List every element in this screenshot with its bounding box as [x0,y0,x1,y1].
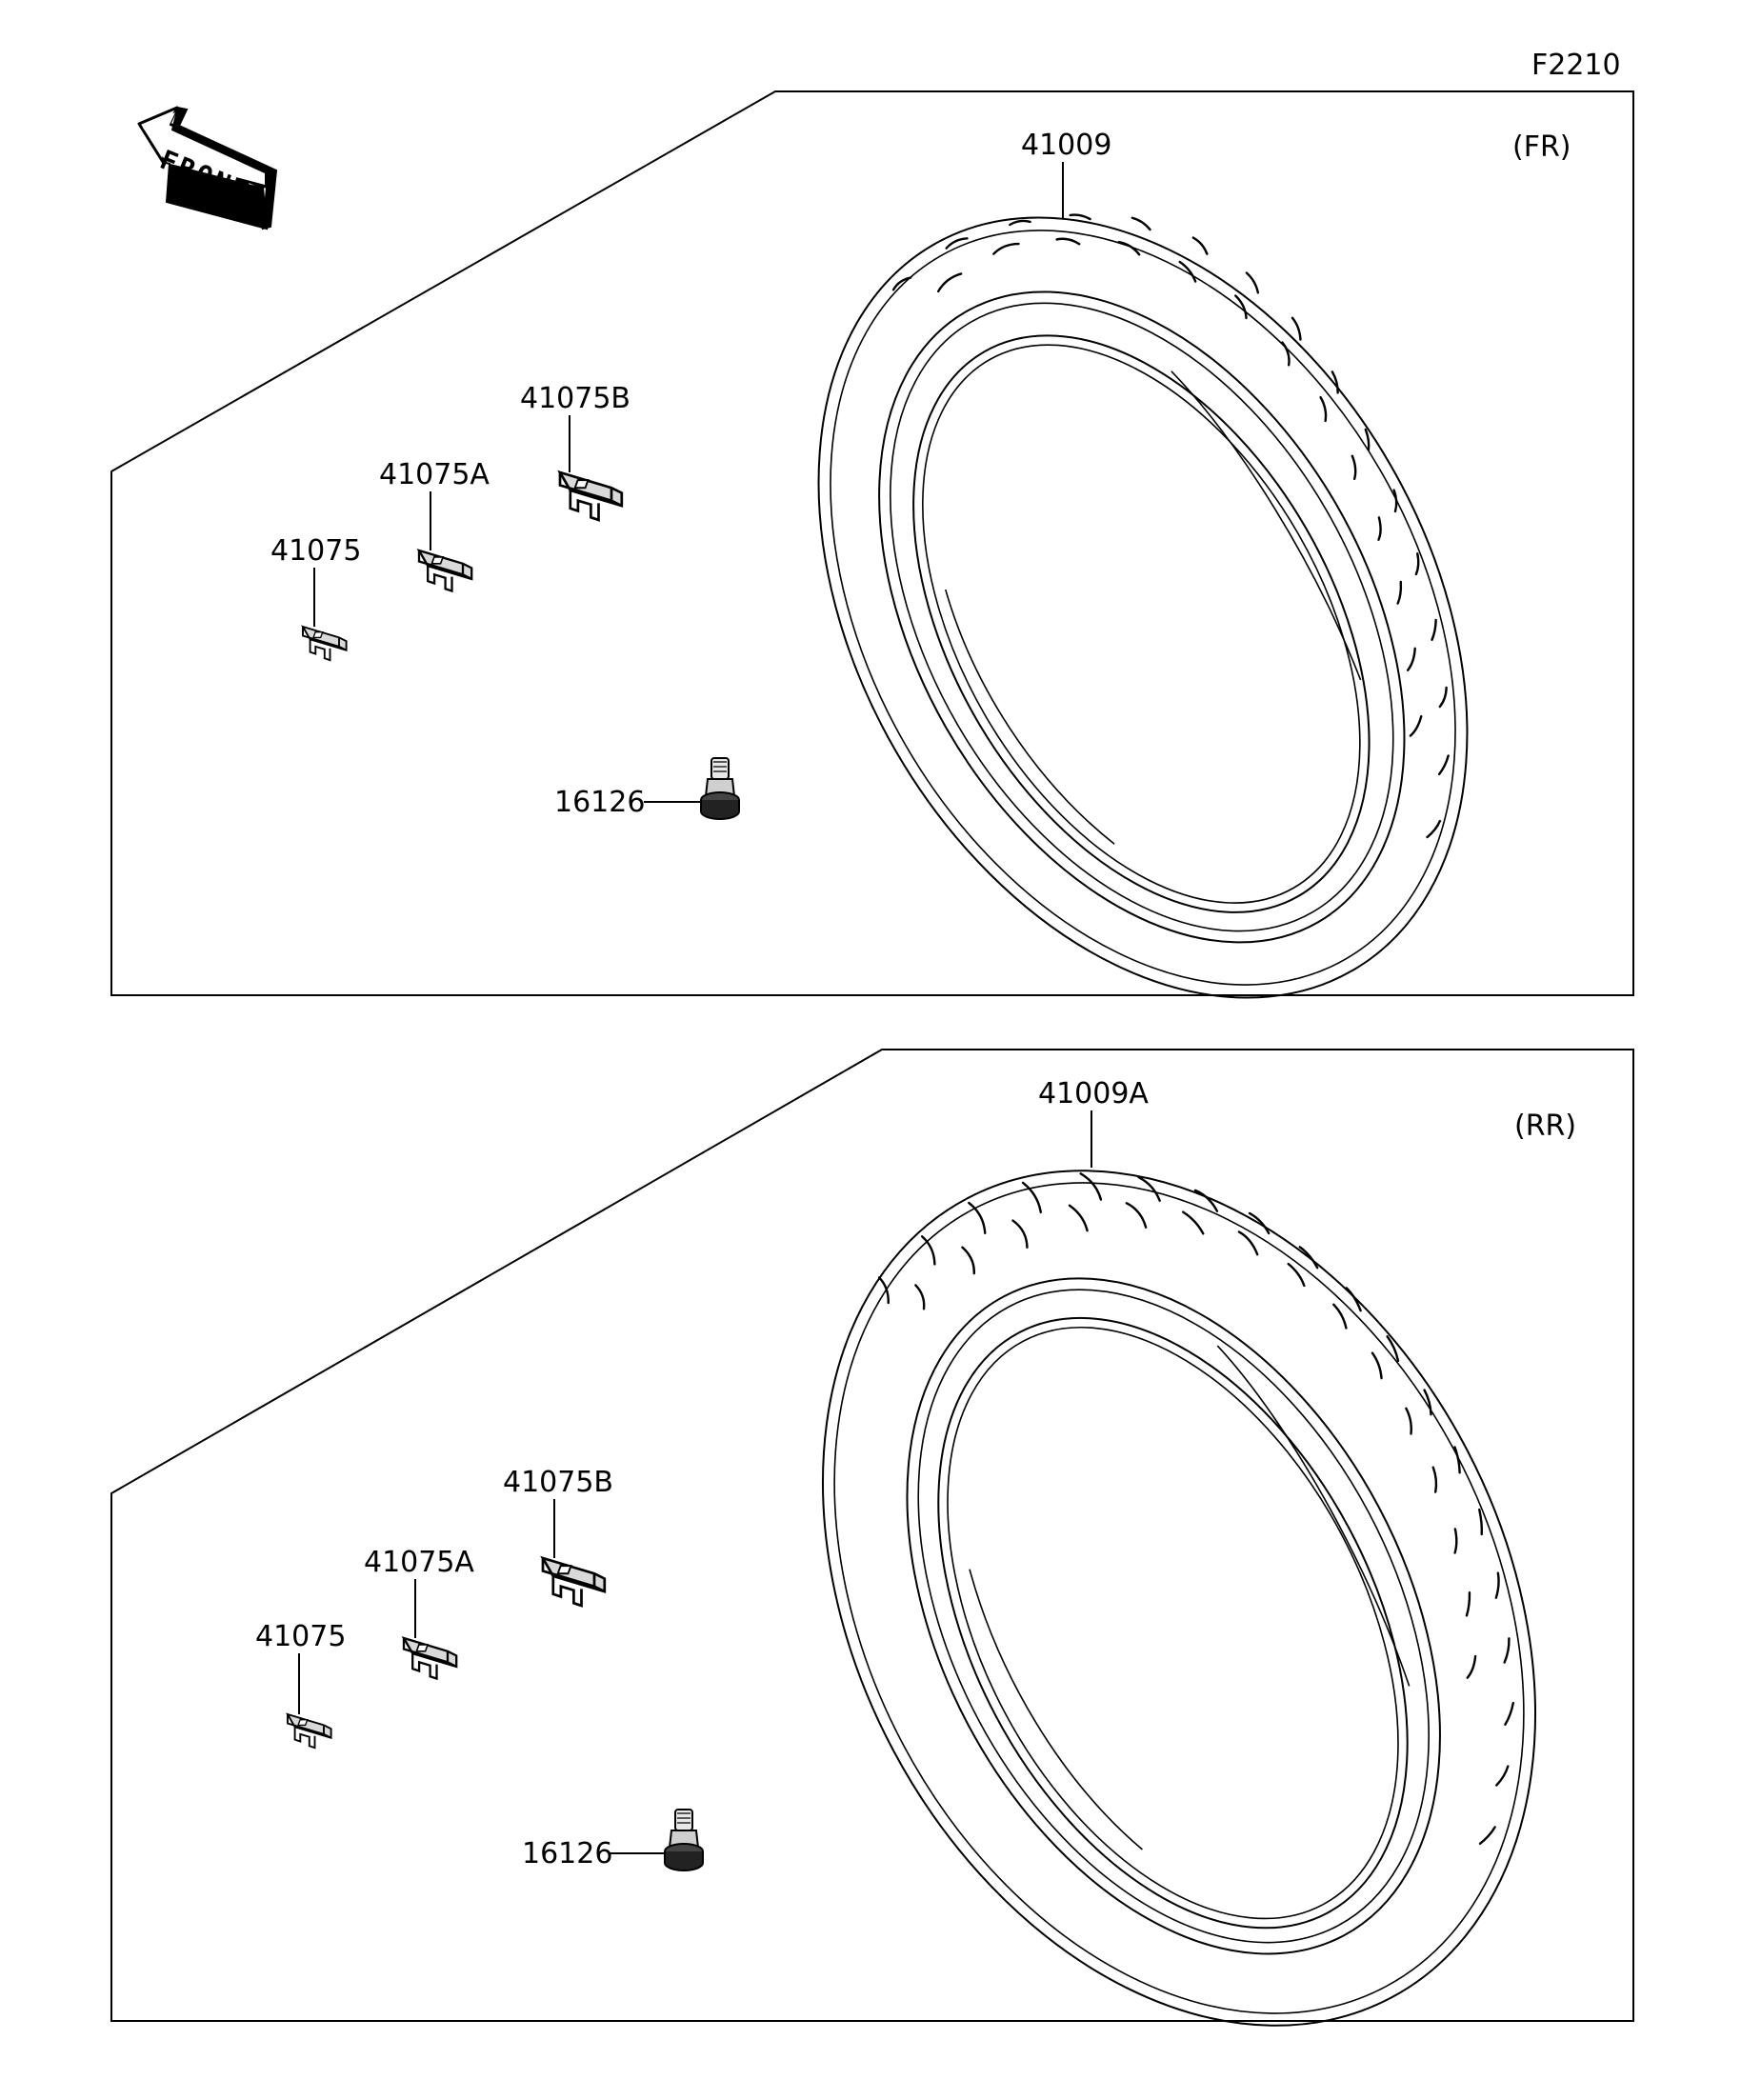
panel-rear-valve: 16126 [522,1809,704,1871]
panel-rear-weight-41075b: 41075B [503,1466,613,1608]
panel-front-frame [110,90,1634,996]
panel-rear-weight-41075a: 41075A [364,1546,474,1680]
front-tire [817,213,1469,999]
panel-front-weight-41075a-label: 41075A [379,458,490,491]
panel-front-weight-41075: 41075 [270,534,361,662]
panel-rear-tire-part-number: 41009A [1038,1077,1149,1110]
panel-front-position-label: (FR) [1512,130,1571,164]
panel-rear-weight-41075a-label: 41075A [364,1546,474,1579]
panel-rear: (RR) 41009A [110,1049,1634,2027]
panel-rear-weight-41075b-label: 41075B [503,1466,613,1499]
panel-rear-frame [110,1049,1634,2022]
panel-rear-valve-label: 16126 [522,1837,612,1870]
panel-rear-position-label: (RR) [1514,1110,1576,1143]
panel-front-tire-part-number: 41009 [1021,129,1111,162]
panel-front: (FR) 41009 [110,90,1634,999]
rear-tire [822,1170,1536,2027]
panel-front-weight-41075-label: 41075 [270,534,361,568]
panel-rear-weight-41075: 41075 [255,1620,346,1750]
panel-front-valve: 16126 [554,757,740,820]
panel-rear-weight-41075-label: 41075 [255,1620,346,1653]
panel-front-valve-label: 16126 [554,786,645,819]
panel-front-weight-41075b-label: 41075B [520,382,630,415]
front-arrow-icon: FRONT [137,106,278,230]
panel-front-weight-41075a: 41075A [379,458,490,592]
diagram-code: F2210 [1531,49,1621,82]
panel-front-weight-41075b: 41075B [520,382,630,522]
